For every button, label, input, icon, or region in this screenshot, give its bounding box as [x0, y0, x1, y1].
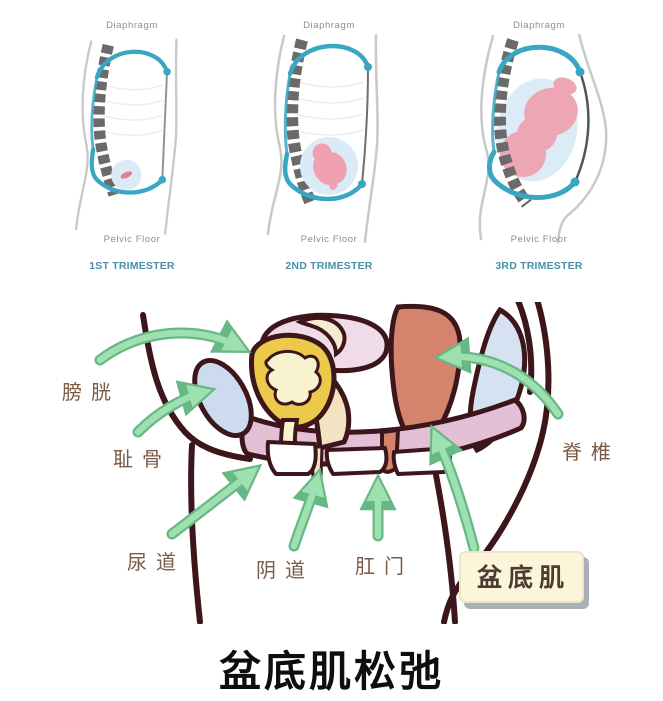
- trimester-1-caption: 1ST TRIMESTER: [89, 260, 175, 272]
- pelvic-anatomy-section: 膀胱 耻骨 尿道 阴道 肛门 脊椎 盆底肌: [0, 302, 663, 624]
- bladder-inner-shape: [264, 350, 322, 406]
- pelvic-floor-label: Pelvic Floor: [300, 234, 358, 245]
- fetus-2: [312, 143, 347, 191]
- trimester-3-figure: [478, 34, 608, 244]
- trimester-3-caption: 3RD TRIMESTER: [495, 260, 583, 272]
- trimester-panel-1: Diaphragm Pelvic Floor 1ST TRIMESTER: [42, 20, 222, 276]
- uterus-horn-shape: [295, 316, 347, 358]
- anus-label: 肛门: [355, 556, 413, 578]
- fetus-3: [500, 77, 578, 177]
- diaphragm-label: Diaphragm: [303, 20, 355, 31]
- trimester-panel-3: Diaphragm Pelvic Floor 3RD TRIM: [436, 20, 642, 276]
- trimester-panel-2: Diaphragm Pe: [234, 20, 424, 276]
- vagina-label: 阴道: [256, 560, 314, 582]
- diaphragm-label: Diaphragm: [513, 20, 565, 31]
- diaphragm-label: Diaphragm: [106, 20, 158, 31]
- urethra-label: 尿道: [127, 552, 185, 574]
- bladder-label: 膀胱: [62, 382, 120, 404]
- pelvic-floor-label: Pelvic Floor: [103, 234, 161, 245]
- spine-label: 脊椎: [562, 442, 620, 464]
- pubic-bone-label: 耻骨: [113, 449, 171, 471]
- caption-title: 盆底肌松弛: [218, 647, 444, 696]
- pelvic-floor-label: Pelvic Floor: [510, 234, 568, 245]
- trimester-1-figure: [74, 38, 178, 235]
- trimester-2-figure: [266, 34, 379, 244]
- trimester-2-caption: 2ND TRIMESTER: [285, 260, 373, 272]
- arrow-group: [94, 319, 564, 554]
- pelvic-anatomy-figure: [94, 302, 564, 624]
- trimester-section: Diaphragm Pelvic Floor 1ST TRIMESTER: [0, 0, 663, 276]
- pelvic-floor-badge: 盆底肌: [459, 551, 585, 603]
